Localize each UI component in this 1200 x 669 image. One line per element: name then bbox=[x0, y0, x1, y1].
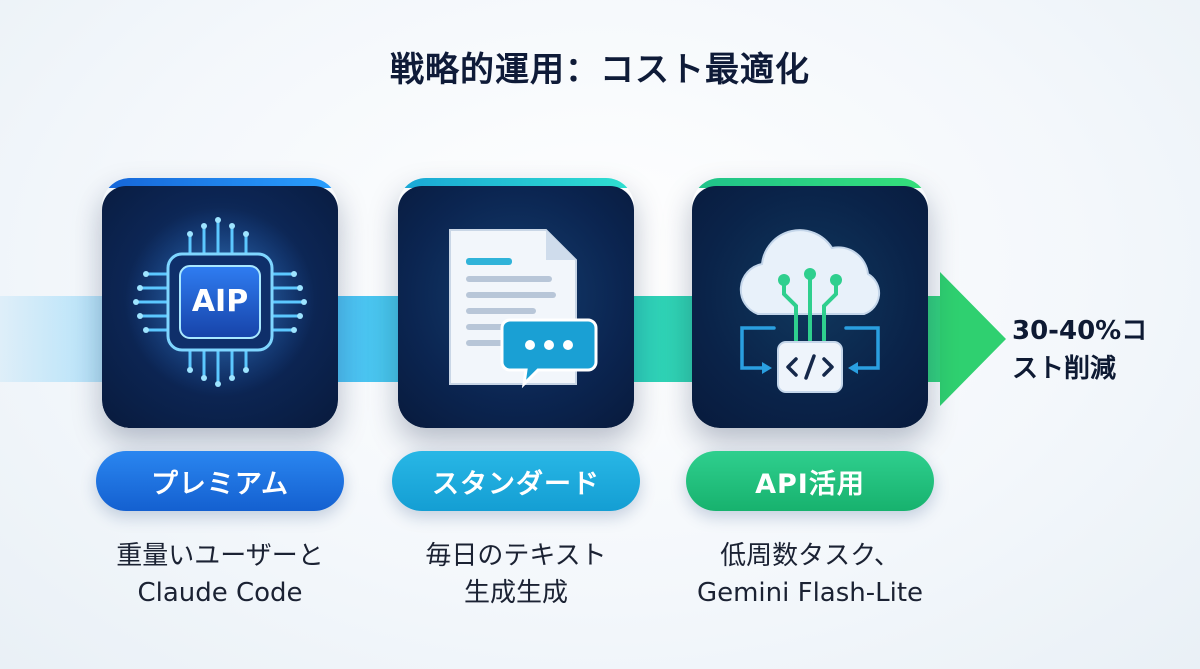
result-line-1: 30-40%コ bbox=[1012, 316, 1148, 346]
standard-desc-line-1: 毎日のテキスト bbox=[425, 541, 607, 571]
page-title: 戦略的運用：コスト最適化 bbox=[390, 50, 810, 90]
result-line-2: スト削減 bbox=[1012, 354, 1117, 384]
tier-pill-api: API活用 bbox=[686, 451, 934, 511]
premium-accent-bar bbox=[102, 178, 338, 188]
premium-desc-line-1: 重量いユーザーと bbox=[116, 541, 324, 571]
standard-card bbox=[398, 178, 634, 428]
tier-pill-premium: プレミアム bbox=[96, 451, 344, 511]
api-desc-line-1: 低周数タスク、 bbox=[720, 541, 900, 571]
standard-description: 毎日のテキスト 生成生成 bbox=[366, 538, 666, 612]
premium-desc-line-2: Claude Code bbox=[137, 578, 303, 608]
cloud-code-icon bbox=[739, 229, 881, 393]
flow-arrow-head bbox=[940, 272, 1006, 406]
tier-pill-standard: スタンダード bbox=[392, 451, 640, 511]
document-chat-icon bbox=[449, 229, 598, 389]
ai-chip-icon: AIP bbox=[125, 207, 315, 397]
cost-reduction-result: 30-40%コ スト削減 bbox=[1012, 312, 1182, 388]
api-desc-line-2: Gemini Flash-Lite bbox=[696, 578, 924, 608]
api-description: 低周数タスク、 Gemini Flash-Lite bbox=[660, 538, 960, 612]
standard-desc-line-2: 生成生成 bbox=[463, 578, 568, 608]
premium-description: 重量いユーザーと Claude Code bbox=[70, 538, 370, 612]
standard-accent-bar bbox=[398, 178, 634, 188]
premium-card: AIP bbox=[102, 178, 338, 428]
api-accent-bar bbox=[692, 178, 928, 188]
api-card bbox=[692, 178, 928, 428]
chip-label: AIP bbox=[192, 284, 248, 319]
